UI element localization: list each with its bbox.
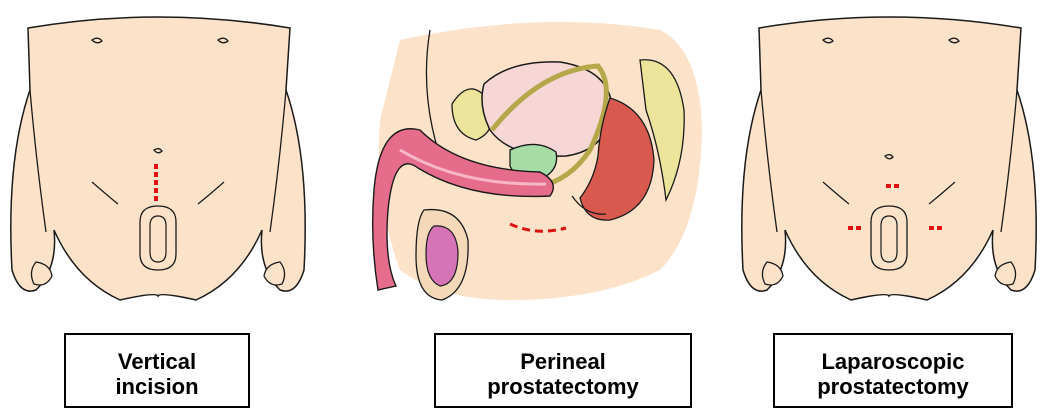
panel-laparoscopic-prostatectomy: Laparoscopic prostatectomy (731, 0, 1047, 310)
caption-vertical-incision: Vertical incision (64, 333, 250, 408)
panel-vertical-incision: Vertical incision (0, 0, 316, 310)
caption-perineal-prostatectomy: Perineal prostatectomy (434, 333, 692, 408)
testis (426, 226, 458, 286)
torso-front-illustration-laparoscopic (731, 0, 1047, 310)
torso-front-illustration (0, 0, 316, 310)
pelvis-sagittal-illustration (360, 0, 710, 310)
caption-laparoscopic-prostatectomy: Laparoscopic prostatectomy (773, 333, 1013, 408)
panel-perineal-prostatectomy: Perineal prostatectomy (360, 0, 710, 310)
